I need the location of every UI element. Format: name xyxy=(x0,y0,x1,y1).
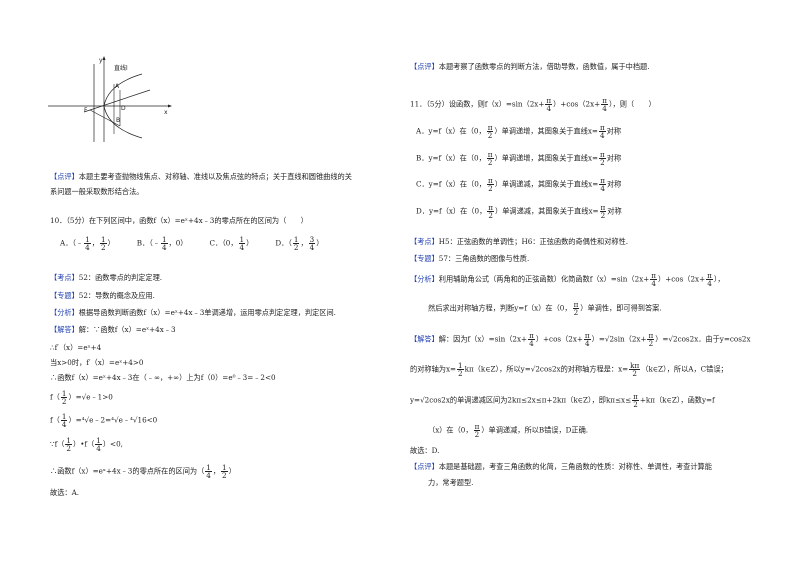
label-b: B xyxy=(116,117,120,124)
q11-zhuanti: 【专题】57：三角函数的图像与性质. xyxy=(410,254,530,263)
comment-line-2: 系问题一般采取数形结合法。 xyxy=(50,187,144,196)
q10-answer: 故选：A. xyxy=(50,488,80,497)
label-a: A xyxy=(115,83,120,90)
comment-line-1: 【点评】本题主要考查抛物线焦点、对称轴、准线以及焦点弦的特点；关于直线和圆锥曲线… xyxy=(50,172,352,181)
q10-fenxi: 【分析】根据导函数判断函数f（x）=eˣ+4x﹣3单调递增，运用零点判定定理，判… xyxy=(50,308,336,317)
segment-fb xyxy=(89,109,121,127)
q11-comment-2: 力，常考题型. xyxy=(428,478,474,487)
parabola-upper xyxy=(103,73,143,107)
q10-step-1: ∴f′（x）=eˣ+4 xyxy=(50,343,102,352)
q11-kaodian: 【考点】H5：正弦函数的单调性；H6：正弦函数的奇偶性和对称性. xyxy=(410,237,629,246)
q10-step-2: 当x>0时，f′（x）=eˣ+4>0 xyxy=(50,358,144,367)
label-d: D xyxy=(121,105,126,112)
y-axis-arrow xyxy=(102,56,106,60)
q11-answer: 故选：D. xyxy=(410,446,440,455)
comment-tag: 【点评】 xyxy=(50,172,79,181)
parabola-lower xyxy=(103,105,143,139)
right-column: 【点评】本题考察了函数零点的判断方法，借助导数，函数值，属于中档题. 11．（5… xyxy=(400,0,800,565)
q10-step-3: ∴函数f（x）=eˣ+4x﹣3在（﹣∞，+∞）上为f（0）=e⁰﹣3=﹣2<0 xyxy=(50,373,276,382)
q10-stem: 10．（5分）在下列区间中，函数f（x）=eˣ+4x﹣3的零点所在的区间为（ ） xyxy=(50,216,308,225)
q10-zhuanti: 【专题】52：导数的概念及应用. xyxy=(50,291,155,300)
q10-jieda: 【解答】解：∵函数f（x）=eˣ+4x﹣3 xyxy=(50,325,176,334)
parabola-figure: y 直线l A D F B x xyxy=(48,56,172,142)
label-x: x xyxy=(164,109,168,116)
q11-jieda-line-3: y=√2cos2x的单调递减区间为2kπ≤2x≤π+2kπ（k∈Z），即kπ≤x… xyxy=(410,392,715,409)
line-l xyxy=(83,89,151,113)
x-axis-arrow xyxy=(168,104,172,108)
q11-comment-1: 【点评】本题是基础题，考查三角函数的化简，三角函数的性质：对称性、单调性，考查计… xyxy=(410,462,712,471)
q10-comment: 【点评】本题考察了函数零点的判断方法，借助导数，函数值，属于中档题. xyxy=(410,62,650,71)
q10-kaodian: 【考点】52：函数零点的判定定理. xyxy=(50,273,163,282)
label-line-l: 直线l xyxy=(114,64,128,72)
label-y: y xyxy=(99,57,103,64)
label-f: F xyxy=(84,107,88,114)
left-column: y 直线l A D F B x 【点评】本题主要考查抛物线焦点、对称轴、准线以及… xyxy=(48,56,352,497)
